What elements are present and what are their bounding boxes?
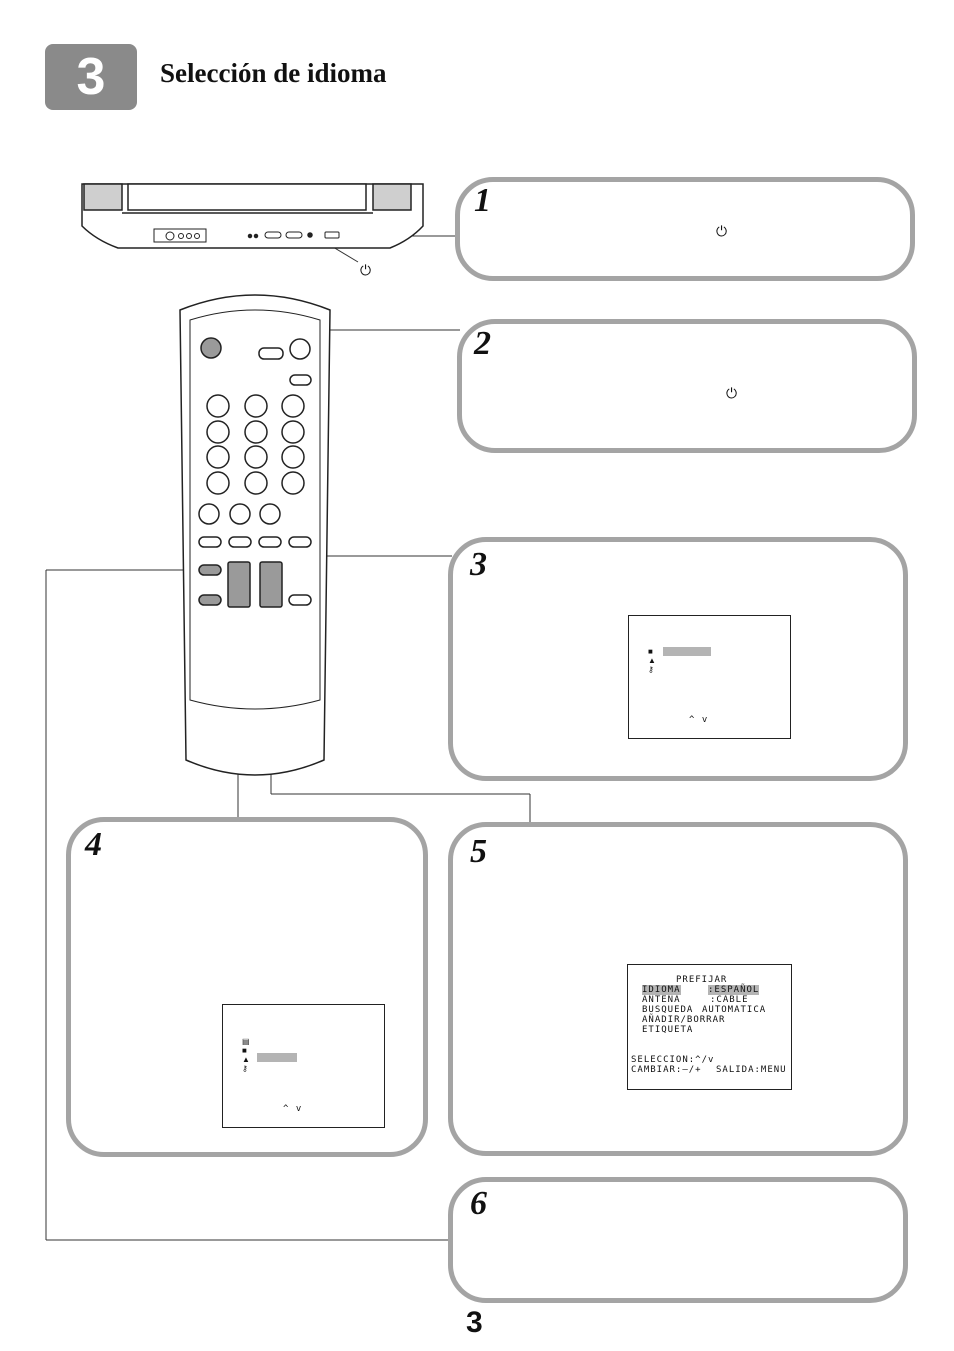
section-badge: 3 bbox=[45, 44, 137, 110]
menu-icons: ■▲⚷ bbox=[648, 647, 656, 674]
menu-footer-2-left: CAMBIAR:–/+ bbox=[631, 1065, 702, 1075]
step-4-screen: ▤■▲⚷ ^ v bbox=[222, 1004, 385, 1128]
step-4-number: 4 bbox=[85, 826, 102, 863]
step-2-box bbox=[457, 319, 917, 453]
menu-highlight bbox=[663, 647, 711, 656]
menu-footer-2-right: SALIDA:MENU bbox=[716, 1065, 787, 1075]
step-1-box bbox=[455, 177, 915, 281]
menu-row-value: AUTOMATICA bbox=[702, 1005, 767, 1015]
step-6-number: 6 bbox=[470, 1185, 487, 1222]
tv-power-label: ⏻ bbox=[360, 263, 372, 279]
menu-row-label: AÑADIR/BORRAR bbox=[642, 1015, 726, 1025]
remote-control-illustration bbox=[179, 294, 331, 776]
nav-arrows: ^ v bbox=[283, 1104, 303, 1114]
menu-highlight bbox=[257, 1053, 297, 1062]
step-3-screen: ■▲⚷ ^ v bbox=[628, 615, 791, 739]
page-title: Selección de idioma bbox=[160, 58, 387, 88]
page-number: 3 bbox=[466, 1306, 483, 1339]
section-number: 3 bbox=[76, 48, 106, 106]
menu-row-value: :CABLE bbox=[710, 995, 749, 1005]
step-5-number: 5 bbox=[470, 833, 487, 870]
menu-row-label: IDIOMA bbox=[642, 985, 681, 995]
menu-row-label: ETIQUETA bbox=[642, 1025, 694, 1035]
nav-arrows: ^ v bbox=[689, 715, 709, 725]
menu-row-value: :ESPAÑOL bbox=[708, 985, 760, 995]
power-icon-2: ⏻ bbox=[726, 386, 738, 402]
power-icon-1: ⏻ bbox=[716, 224, 728, 240]
step-2-number: 2 bbox=[474, 325, 491, 362]
step-3-number: 3 bbox=[470, 546, 487, 583]
menu-footer-1: SELECCION:^/v bbox=[631, 1055, 715, 1065]
tv-illustration bbox=[81, 183, 424, 249]
menu-title: PREFIJAR bbox=[676, 975, 728, 985]
menu-row-label: BUSQUEDA bbox=[642, 1005, 694, 1015]
step-6-box bbox=[448, 1177, 908, 1303]
preset-menu-screen: PREFIJAR IDIOMA :ESPAÑOL ANTENA :CABLE B… bbox=[627, 964, 792, 1090]
step-1-number: 1 bbox=[474, 182, 491, 219]
menu-icons: ▤■▲⚷ bbox=[242, 1037, 250, 1073]
menu-row-label: ANTENA bbox=[642, 995, 681, 1005]
